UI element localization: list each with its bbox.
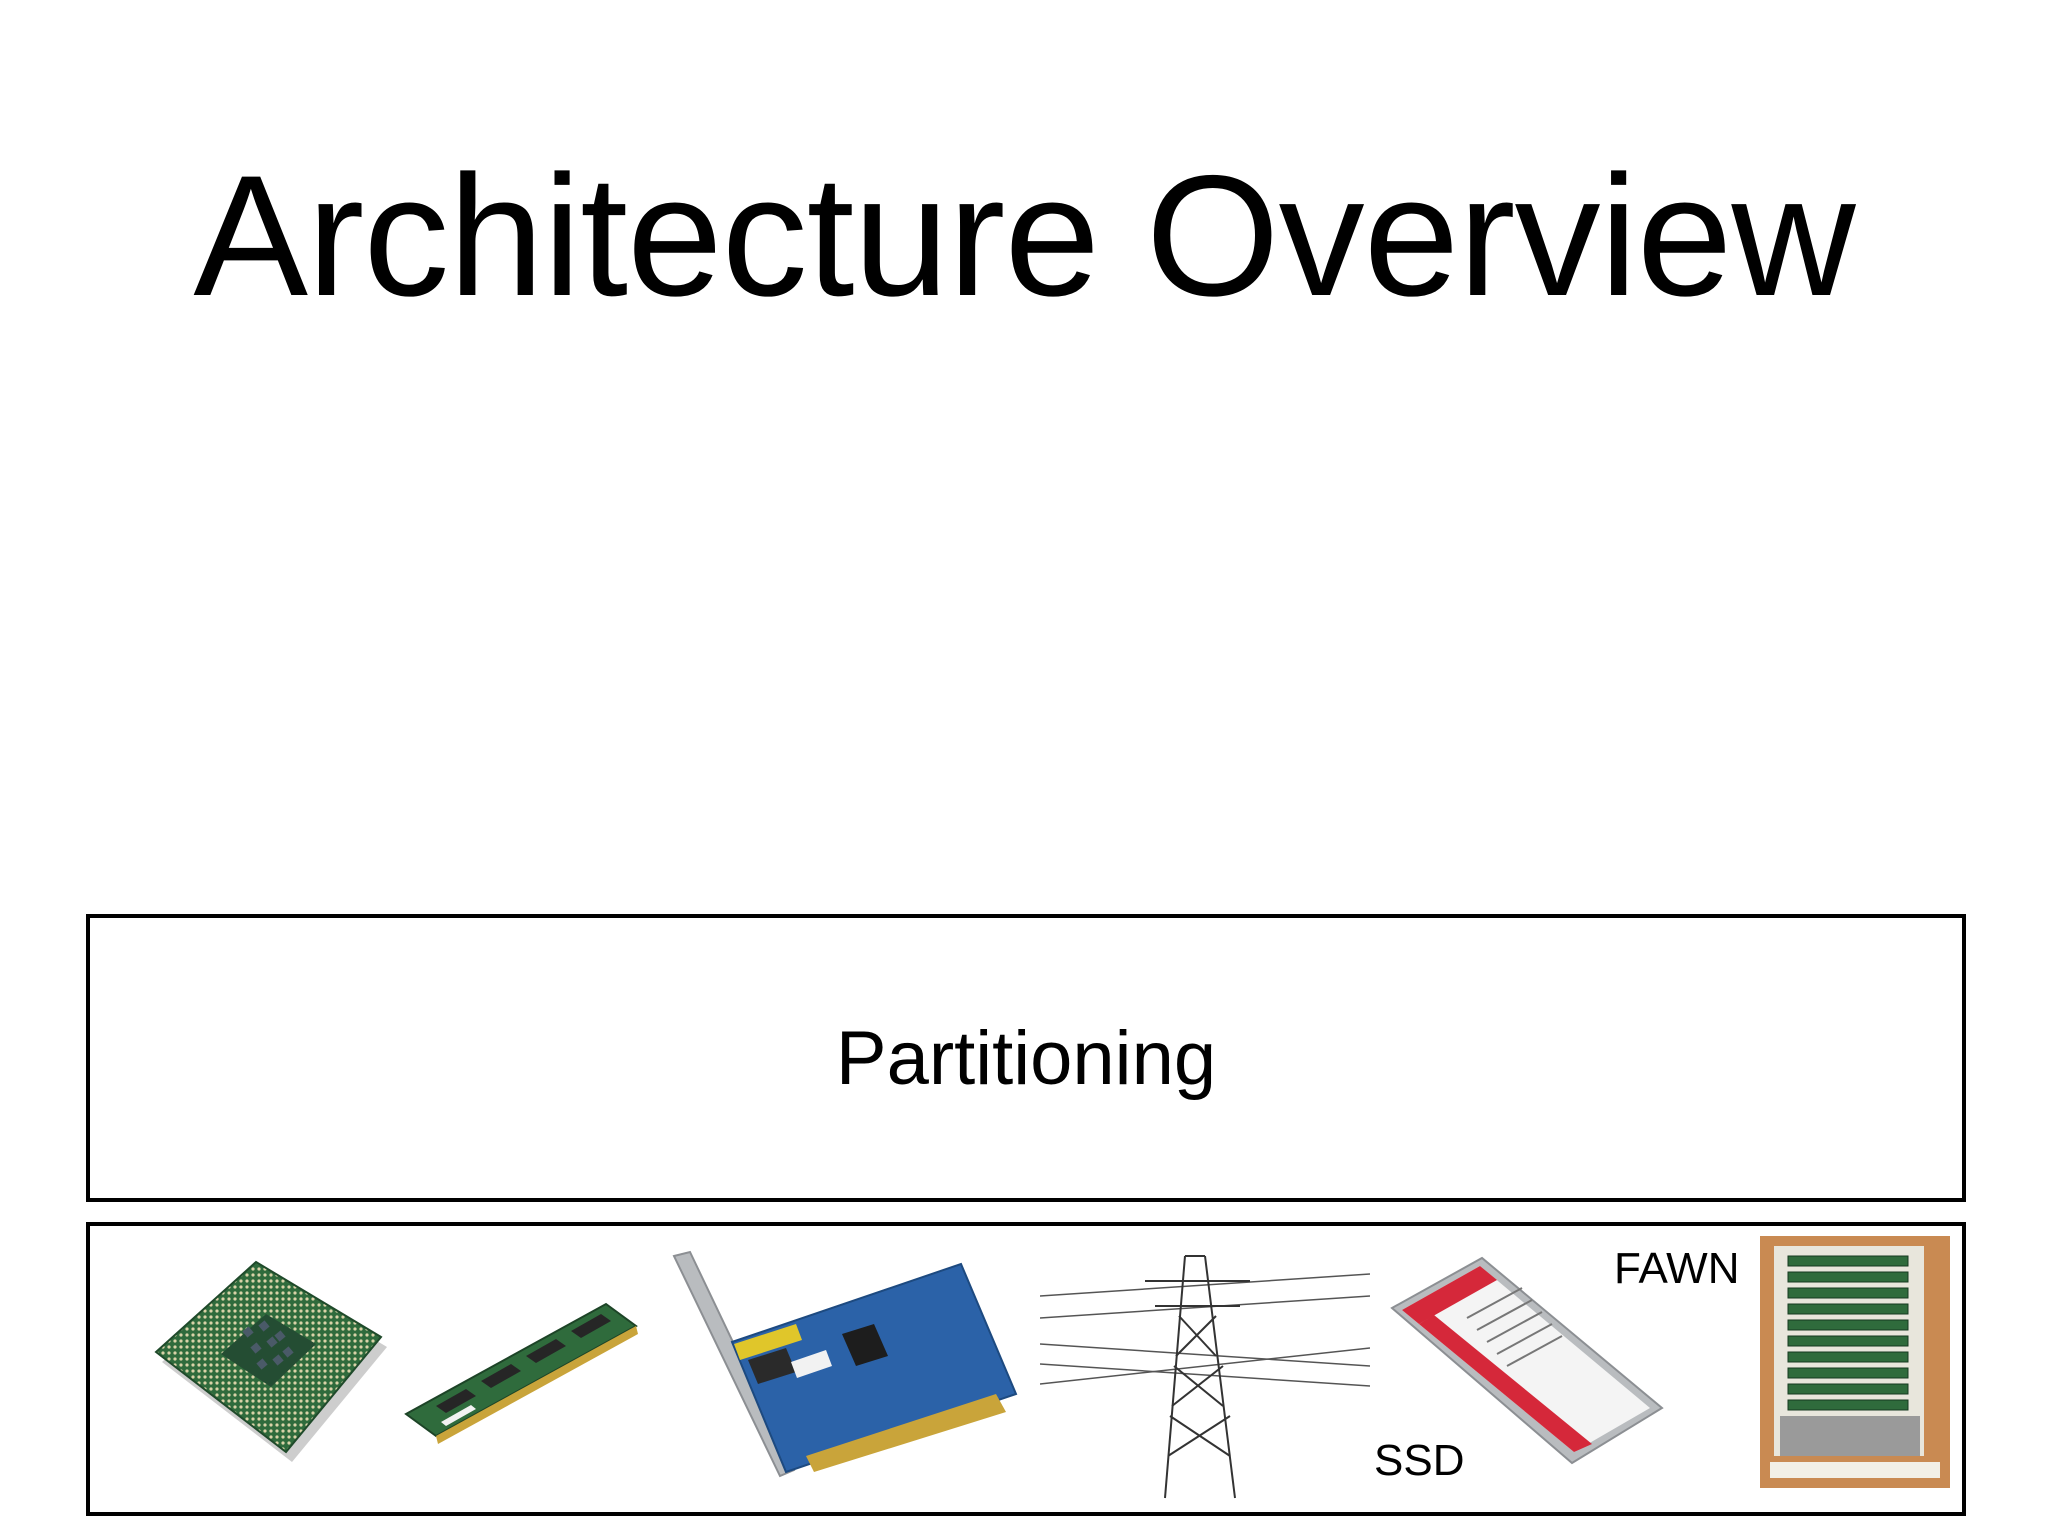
- cpu-icon: [154, 1260, 387, 1462]
- network-card-icon: [672, 1250, 1018, 1478]
- power-tower-icon: [1040, 1255, 1370, 1499]
- fawn-cluster-icon: [1760, 1236, 1950, 1488]
- ram-module-icon: [404, 1302, 638, 1444]
- partitioning-layer: Partitioning: [86, 914, 1966, 1202]
- fawn-caption: FAWN: [1614, 1244, 1740, 1293]
- partitioning-label: Partitioning: [835, 1015, 1217, 1101]
- ssd-caption: SSD: [1374, 1436, 1465, 1485]
- ssd-icon: [1390, 1256, 1664, 1465]
- hardware-layer: SSD FAWN: [86, 1222, 1966, 1516]
- slide-title: Architecture Overview: [193, 140, 1855, 332]
